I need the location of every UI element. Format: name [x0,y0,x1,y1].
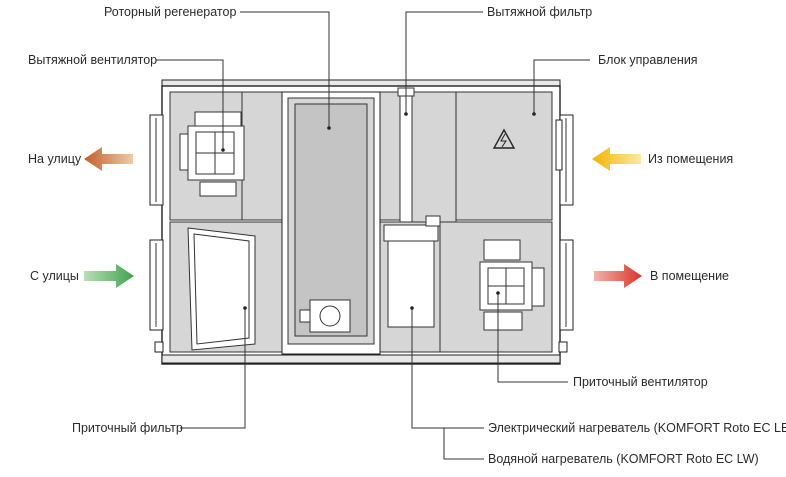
rotor-regenerator [281,91,381,355]
leader-lines [156,11,590,460]
supply-fan-unit [479,239,545,331]
label-water-heater: Водяной нагреватель (KOMFORT Roto EC LW) [488,452,759,466]
label-supply-fan: Приточный вентилятор [573,375,708,389]
label-from-room: Из помещения [648,152,733,166]
arrow-from-room [592,147,641,171]
label-to-outside: На улицу [28,152,82,166]
label-exhaust-filter: Вытяжной фильтр [487,5,592,19]
arrow-into-room [594,264,642,288]
left-ducts [149,114,164,331]
label-from-outside: С улицы [30,269,79,283]
right-ducts [555,114,574,331]
warning-sign-icon [492,128,516,149]
label-rotor-regenerator: Роторный регенератор [104,5,236,19]
label-exhaust-fan: Вытяжной вентилятор [28,53,157,67]
label-into-room: В помещение [650,269,729,283]
label-control-block: Блок управления [598,53,698,67]
exhaust-fan-unit [179,111,245,197]
heater-unit [383,215,441,328]
arrow-from-outside [84,264,134,288]
label-electric-heater: Электрический нагреватель (KOMFORT Roto … [488,421,786,435]
supply-filter-unit [187,227,256,351]
label-supply-filter: Приточный фильтр [72,421,183,435]
arrow-to-outside [84,147,133,171]
